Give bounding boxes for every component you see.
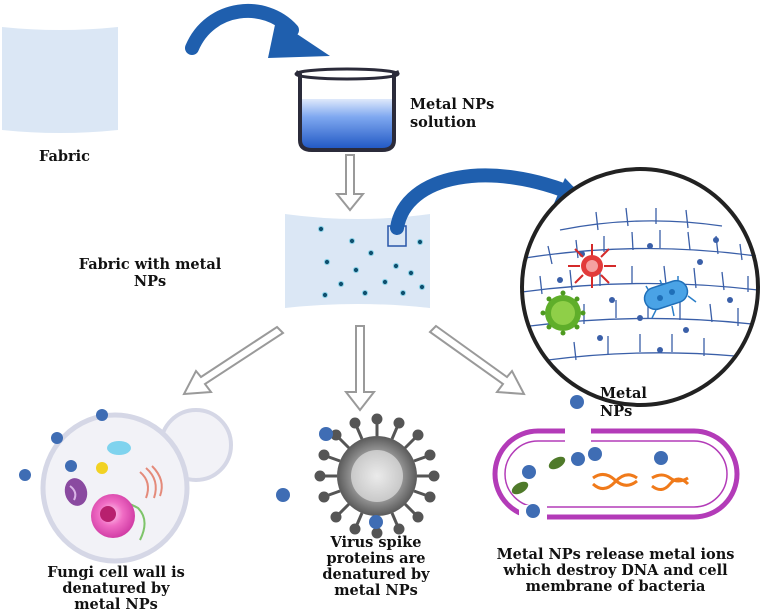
metal-nps-label-line2: NPs	[600, 403, 633, 420]
virus-np-dots	[276, 427, 383, 529]
fabric-with-nps	[285, 214, 430, 308]
fabric-np-label-line2: NPs	[133, 273, 167, 290]
fabric-label: Fabric	[39, 148, 91, 165]
bacteria-label-line2: which destroy DNA and cell	[503, 562, 728, 579]
virus-label-line4: metal NPs	[334, 582, 418, 599]
virus-label-line1: Virus spike	[330, 534, 422, 551]
fungi-label-line3: metal NPs	[74, 596, 158, 613]
virus-label-line2: proteins are	[326, 550, 426, 567]
beaker-icon	[294, 67, 400, 152]
fabric-np-label-line1: Fabric with metal	[78, 256, 222, 273]
dna-icon	[591, 473, 690, 491]
virus-icon	[314, 413, 440, 539]
bacteria-label-line3: membrane of bacteria	[525, 578, 706, 595]
fungi-cell-icon	[40, 408, 233, 564]
green-virus-icon	[540, 290, 586, 336]
fungi-label-line1: Fungi cell wall is	[47, 564, 185, 581]
golgi-icon	[139, 465, 163, 499]
fabric-np-dots	[317, 225, 426, 299]
fungi-np-dots	[19, 409, 108, 481]
red-virus-icon	[568, 244, 616, 288]
solution-label-line1: Metal NPs	[410, 96, 495, 113]
bacteria-label-line1: Metal NPs release metal ions	[496, 546, 735, 563]
virus-label-line3: denatured by	[322, 566, 430, 583]
bacteria-np-dots	[522, 395, 668, 518]
plain-fabric	[2, 27, 118, 133]
bacteria-icon	[492, 421, 740, 529]
arrow-down-beaker	[334, 154, 366, 212]
metal-nps-label-line1: Metal	[600, 385, 647, 402]
curved-arrow-top	[185, 3, 330, 58]
arrow-to-virus	[343, 325, 377, 412]
arrow-to-fungi	[182, 325, 285, 396]
arrow-to-bacteria	[428, 324, 526, 396]
magnified-fabric-view	[520, 167, 760, 407]
blue-bacterium-icon	[643, 276, 697, 319]
fungi-label-line2: denatured by	[62, 580, 170, 597]
solution-label-line2: solution	[410, 114, 477, 131]
